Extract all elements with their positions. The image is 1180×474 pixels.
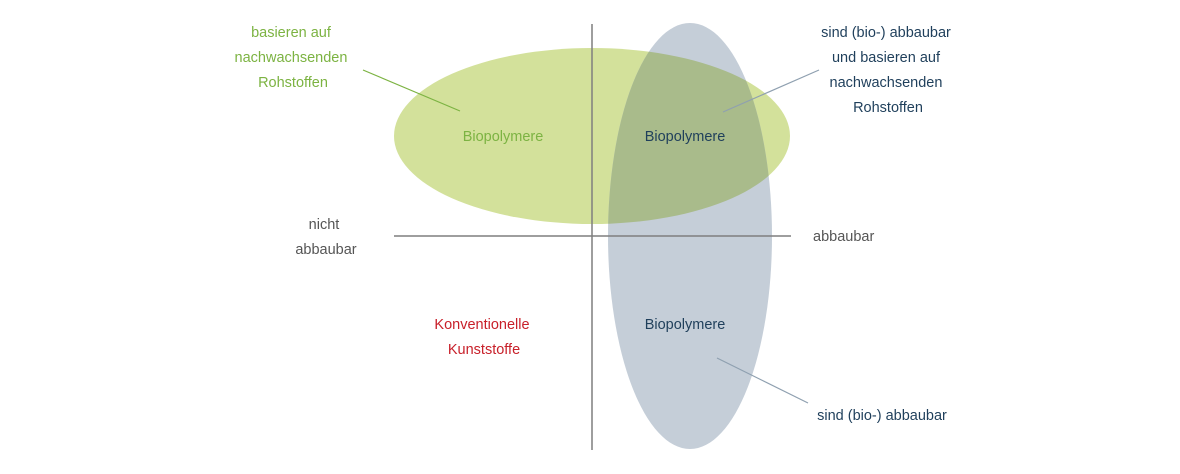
note-renewable-raw-materials: basieren auf nachwachsenden Rohstoffen: [235, 25, 352, 91]
note-both-line-3: nachwachsenden: [830, 75, 943, 91]
label-biopolymers-overlap: Biopolymere: [645, 129, 726, 145]
leader-line-top-right: [722, 69, 820, 113]
axis-left-line-2: abbaubar: [295, 242, 356, 258]
label-conventional-plastics: Konventionelle Kunststoffe: [434, 317, 533, 358]
note-renewable-line-3: Rohstoffen: [258, 75, 328, 91]
conventional-line-2: Kunststoffe: [448, 342, 520, 358]
note-both-line-4: Rohstoffen: [853, 100, 923, 116]
note-renewable-line-2: nachwachsenden: [235, 50, 348, 66]
note-both-line-2: und basieren auf: [832, 50, 941, 66]
axis-label-biodegradable: abbaubar: [813, 229, 874, 245]
note-biodegradable: sind (bio-) abbaubar: [817, 408, 947, 424]
note-renewable-line-1: basieren auf: [251, 25, 332, 41]
note-biodegradable-and-renewable: sind (bio-) abbaubar und basieren auf na…: [821, 25, 955, 116]
label-biopolymers-renewable: Biopolymere: [463, 129, 544, 145]
label-biopolymers-biodegradable: Biopolymere: [645, 317, 726, 333]
axis-left-line-1: nicht: [309, 217, 340, 233]
leader-line-top-left: [362, 69, 461, 112]
axis-label-not-biodegradable: nicht abbaubar: [295, 217, 356, 258]
note-both-line-1: sind (bio-) abbaubar: [821, 25, 951, 41]
leader-line-bottom-right: [716, 357, 809, 404]
overlap-region: [608, 48, 772, 224]
conventional-line-1: Konventionelle: [434, 317, 529, 333]
